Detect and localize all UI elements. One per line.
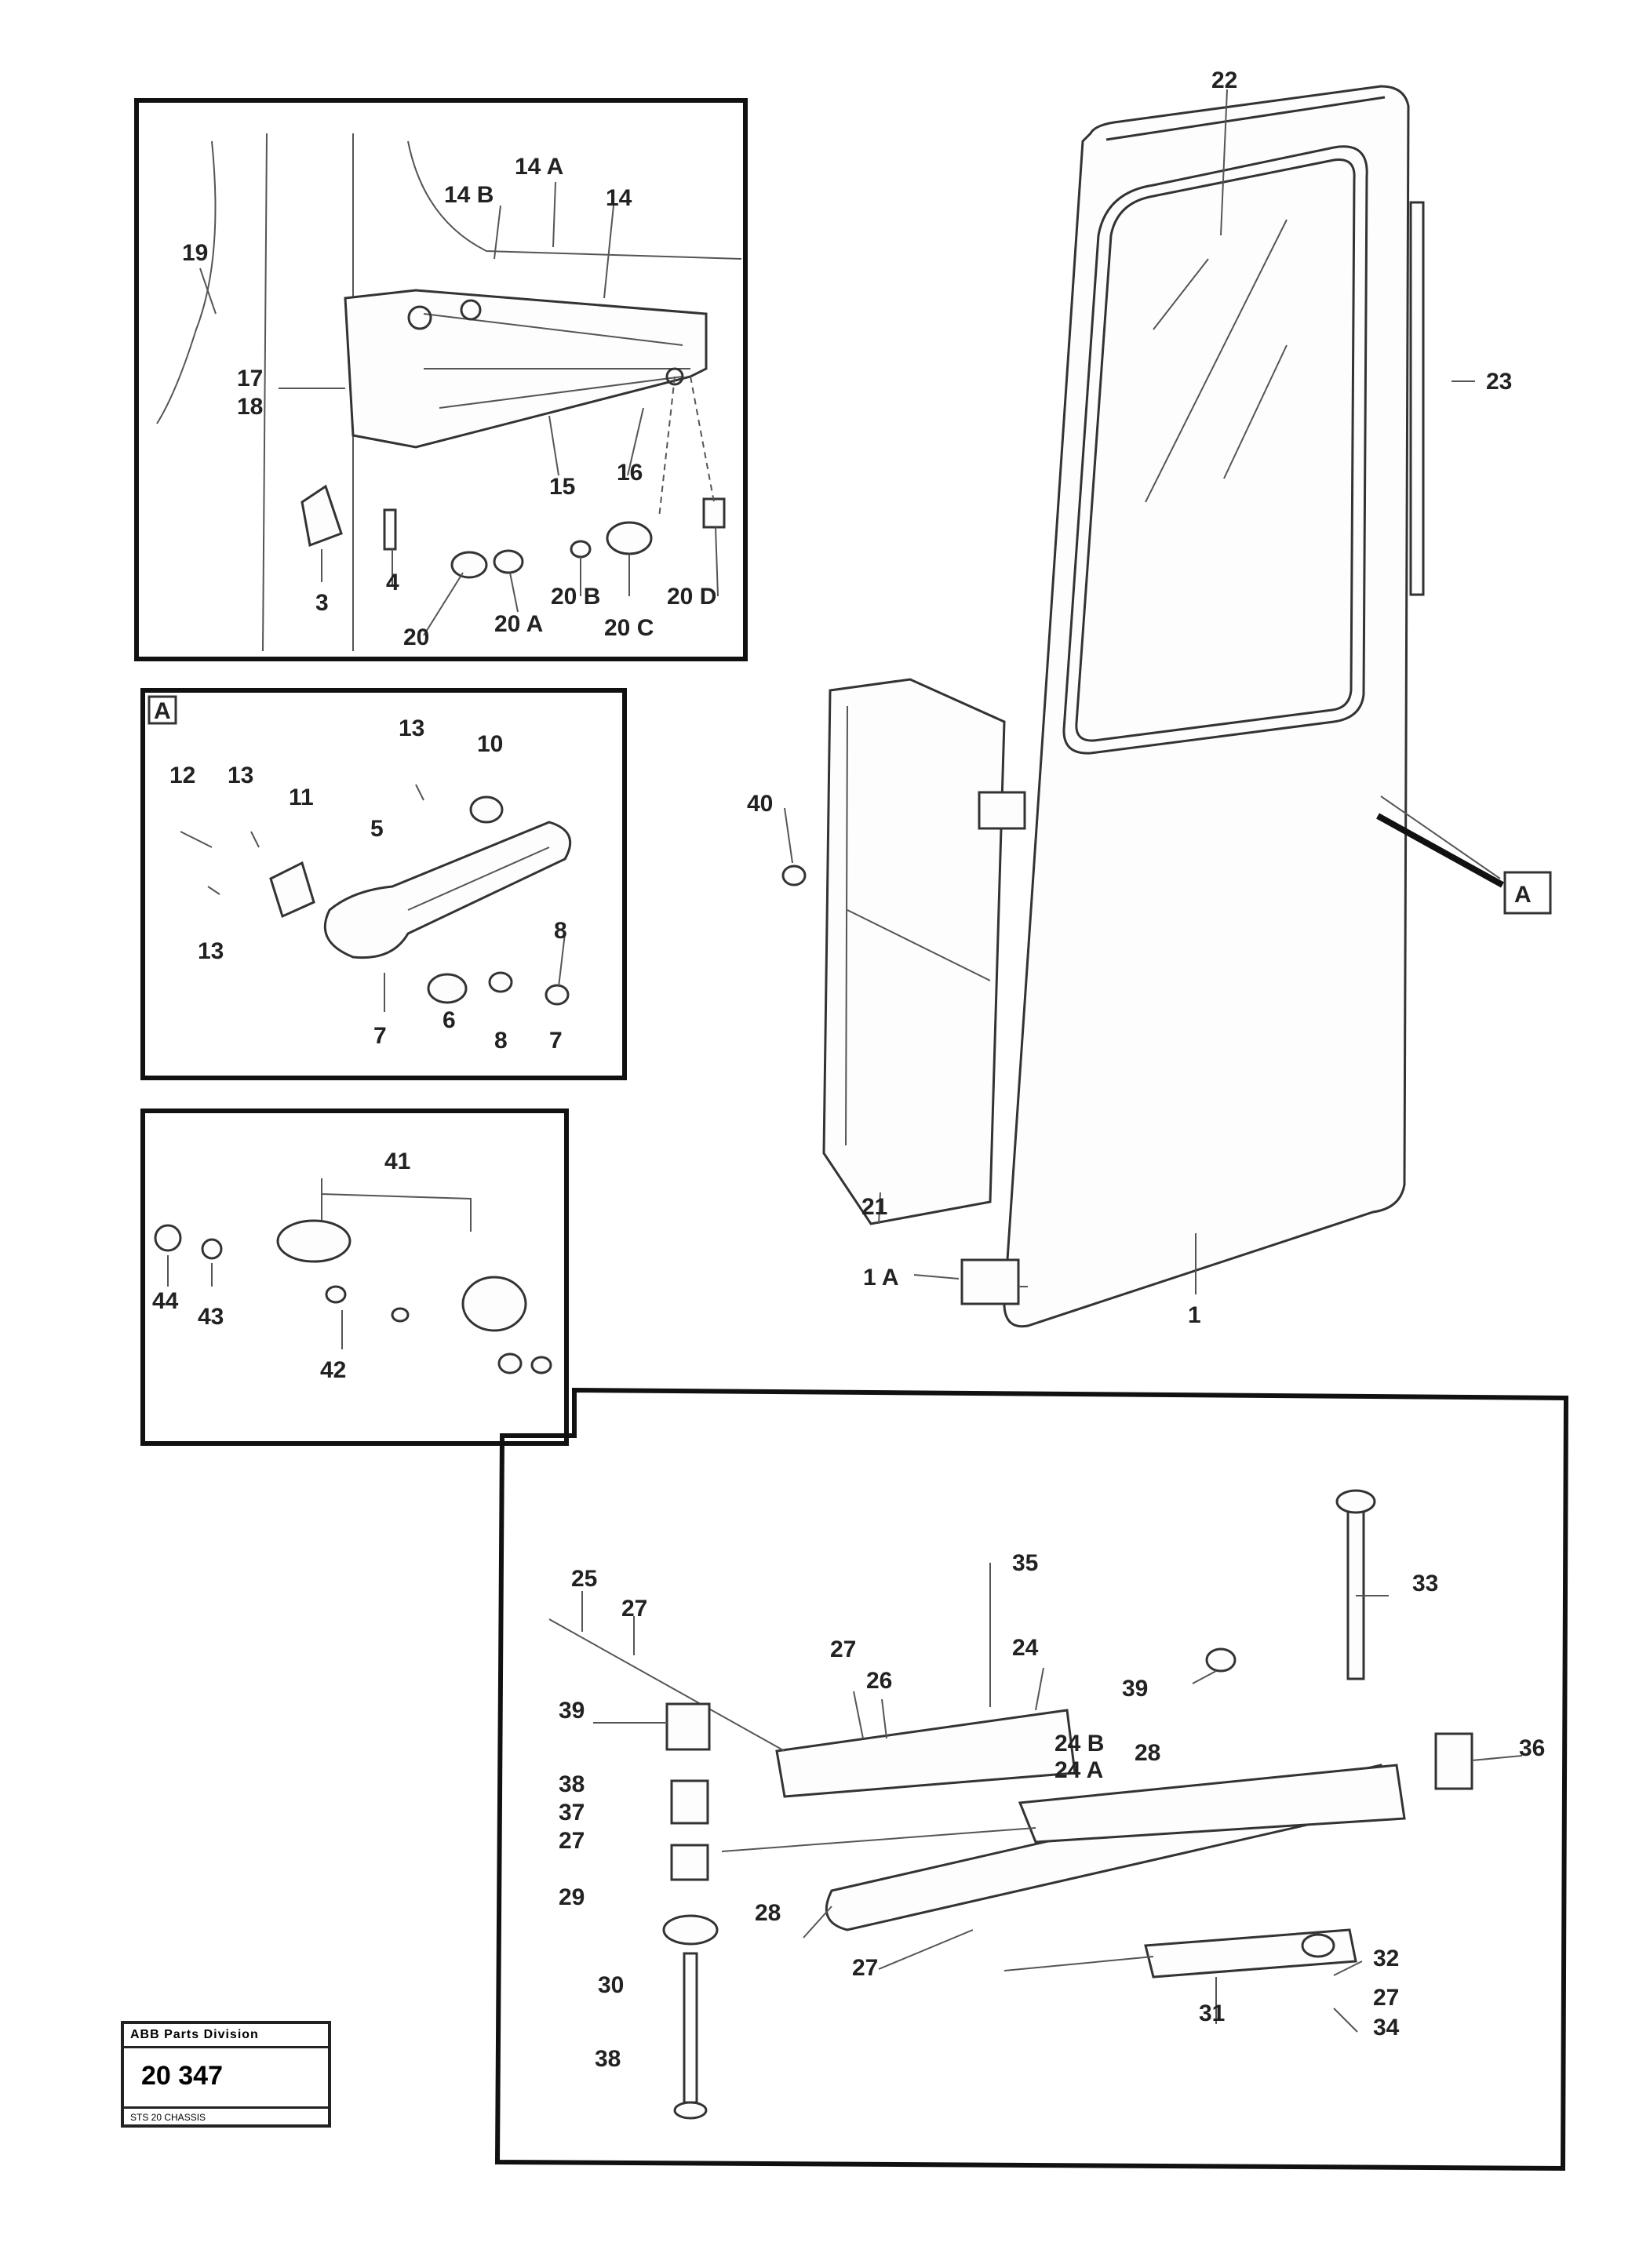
reference-stamp: ABB Parts Division 20 347 STS 20 CHASSIS [121,2021,331,2128]
label-20d: 20 D [667,584,716,610]
label-14b: 14 B [444,182,494,208]
label-5: 5 [370,816,384,842]
label-27-left: 27 [559,1828,585,1854]
label-20: 20 [403,624,429,650]
label-38: 38 [559,1771,585,1797]
door-panel-21 [822,678,1006,1225]
label-15: 15 [549,474,575,500]
label-43: 43 [198,1304,224,1330]
panel-hinge-parts: 41 44 43 42 [140,1109,569,1446]
label-12: 12 [169,763,195,788]
label-14: 14 [606,185,632,211]
panel-door-check: 25 27 35 33 27 24 26 39 39 24 B 24 A 28 … [494,1387,1569,2172]
label-38-bottom: 38 [595,2046,621,2072]
label-37: 37 [559,1800,585,1826]
label-24b: 24 B [1054,1731,1104,1757]
label-7-left: 7 [373,1023,387,1049]
panel1-leaders [199,181,719,636]
label-20b: 20 B [551,584,600,610]
lock-small-parts [300,376,726,579]
door-handle [180,784,572,1012]
label-8-bottom: 8 [494,1028,508,1054]
label-34: 34 [1373,2015,1400,2040]
label-24: 24 [1012,1635,1039,1661]
section-label-a: A [154,698,171,724]
label-26: 26 [866,1668,892,1694]
label-27-right: 27 [1373,1985,1399,2011]
label-10: 10 [477,731,503,757]
label-4: 4 [386,570,399,595]
label-13-left: 13 [198,938,224,964]
label-17: 17 [237,366,263,391]
label-18: 18 [237,394,263,420]
label-27-mid: 27 [830,1636,856,1662]
label-36: 36 [1519,1735,1545,1761]
label-27-bottom: 27 [852,1955,878,1981]
label-13-top: 13 [399,715,424,741]
check-stack [662,1702,719,2120]
label-39-right: 39 [1122,1676,1148,1702]
label-1: 1 [1188,1302,1201,1328]
label-8-right: 8 [554,918,567,944]
label-31: 31 [1199,2000,1225,2026]
stamp-number: 20 347 [141,2061,223,2091]
label-40: 40 [747,791,773,817]
door-window [1062,145,1368,755]
label-16: 16 [617,460,643,486]
label-23: 23 [1486,369,1512,395]
label-22: 22 [1211,67,1237,93]
label-20c: 20 C [604,615,654,641]
label-6: 6 [443,1007,456,1033]
label-11: 11 [289,785,314,810]
label-35: 35 [1012,1550,1038,1576]
label-33: 33 [1412,1571,1438,1596]
stamp-footer: STS 20 CHASSIS [124,2106,328,2129]
label-24a: 24 A [1054,1757,1103,1783]
label-29: 29 [559,1884,585,1910]
label-25: 25 [571,1566,597,1592]
label-1a: 1 A [863,1265,899,1291]
label-41: 41 [384,1149,410,1174]
label-13-top-left: 13 [228,763,253,788]
label-27-top: 27 [621,1596,647,1622]
label-39-left: 39 [559,1698,585,1724]
callout-a: A [1514,882,1532,908]
label-42: 42 [320,1357,346,1383]
label-32: 32 [1373,1946,1399,1971]
check-arms [548,1489,1473,1979]
label-28-upper: 28 [1135,1740,1160,1766]
panel-handle-detail-a: A 12 13 13 10 11 5 13 7 6 8 8 7 [140,688,627,1080]
label-3: 3 [315,590,329,616]
panel-door-lock: 19 14 B 14 A 14 17 18 15 16 3 4 20 20 A … [134,98,748,661]
label-7-right: 7 [549,1028,563,1054]
label-20a: 20 A [494,611,543,637]
stamp-header: ABB Parts Division [124,2024,328,2048]
lock-plate [344,289,708,449]
label-30: 30 [598,1972,624,1998]
label-28-lower: 28 [755,1900,781,1926]
label-21-door: 21 [861,1194,887,1220]
label-44: 44 [152,1288,179,1314]
door-assembly: A 22 23 40 21 1 A 1 [747,67,1552,1328]
label-19: 19 [182,240,208,266]
label-14a: 14 A [515,154,563,180]
